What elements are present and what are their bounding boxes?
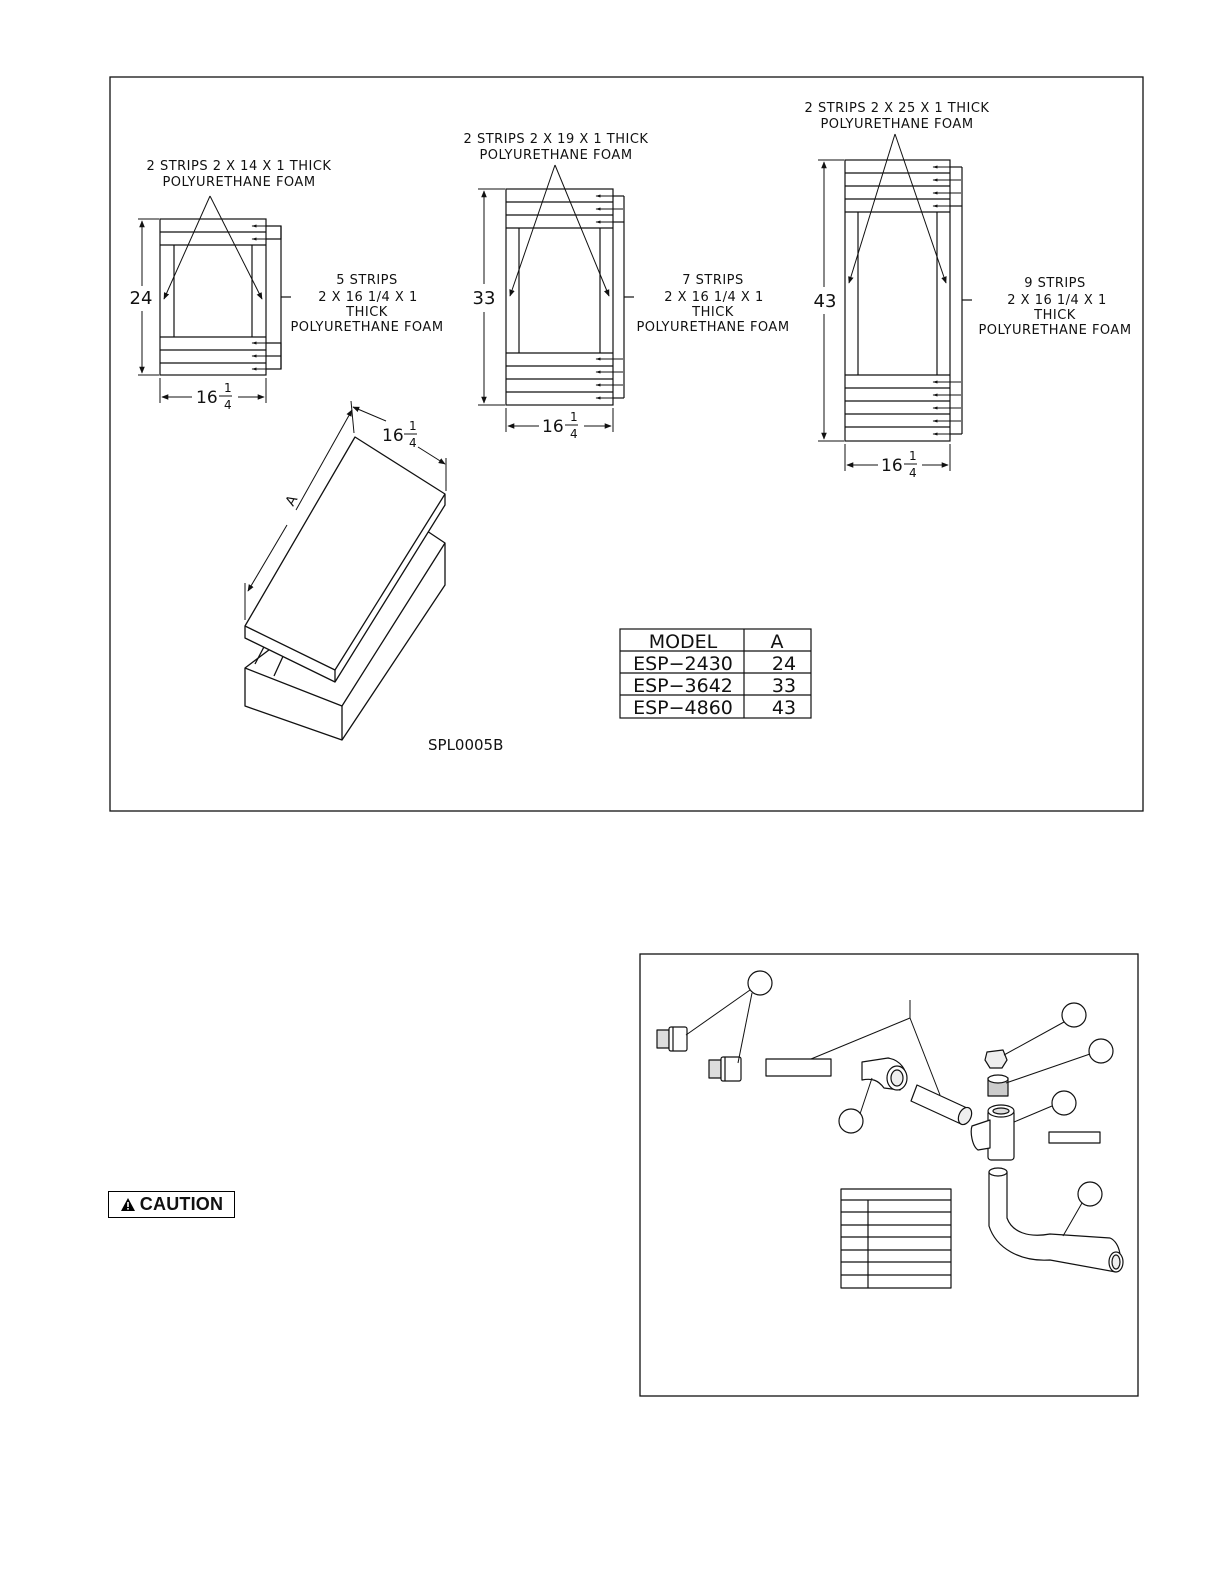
- iso-width-whole: 16: [382, 426, 404, 446]
- large-side-label-4: POLYURETHANE FOAM: [978, 323, 1131, 338]
- straight-pipe: [765, 1058, 832, 1077]
- small-width-whole: 16: [196, 388, 218, 408]
- part-label-box: [1048, 1131, 1101, 1144]
- caution-label: CAUTION: [139, 1194, 224, 1214]
- warning-triangle-icon: [120, 1198, 135, 1211]
- medium-top-label-2: POLYURETHANE FOAM: [479, 148, 632, 163]
- table-row-model: ESP−2430: [633, 653, 733, 675]
- medium-side-label-4: POLYURETHANE FOAM: [636, 320, 789, 335]
- large-top-label-2: POLYURETHANE FOAM: [820, 117, 973, 132]
- large-side-label-3: THICK: [1033, 308, 1076, 323]
- drain-parts-table: [840, 1188, 952, 1289]
- small-width-den: 4: [224, 398, 232, 412]
- bushing-fitting: [987, 1074, 1009, 1097]
- small-box-diagram: [159, 218, 291, 376]
- tee-fitting: [970, 1104, 1015, 1161]
- large-width-whole: 16: [881, 456, 903, 476]
- medium-width-num: 1: [570, 410, 578, 424]
- small-height-dim: 24: [130, 288, 153, 309]
- table-header-a: A: [771, 631, 784, 653]
- medium-width-whole: 16: [542, 417, 564, 437]
- medium-side-label-1: 7 STRIPS: [682, 273, 744, 288]
- small-side-label-1: 5 STRIPS: [336, 273, 398, 288]
- s-curve-pipe: [988, 1171, 1121, 1273]
- model-table: [619, 628, 812, 719]
- plug-fitting: [984, 1049, 1008, 1069]
- small-top-label-2: POLYURETHANE FOAM: [162, 175, 315, 190]
- table-row-a: 43: [772, 697, 796, 719]
- adapter-fitting-2: [708, 1056, 742, 1082]
- large-box-diagram: [844, 159, 972, 442]
- large-height-dim: 43: [814, 291, 837, 312]
- iso-length-label: A: [283, 492, 302, 509]
- medium-top-label-1: 2 STRIPS 2 X 19 X 1 THICK: [464, 132, 649, 147]
- medium-width-den: 4: [570, 427, 578, 441]
- large-side-label-1: 9 STRIPS: [1024, 276, 1086, 291]
- drawing-ref: SPL0005B: [428, 736, 503, 754]
- table-row-a: 24: [772, 653, 796, 675]
- large-width-den: 4: [909, 466, 917, 480]
- table-row-model: ESP−3642: [633, 675, 733, 697]
- adapter-fitting-1: [656, 1026, 688, 1052]
- diagram-frame: [109, 76, 1144, 812]
- isometric-box: [244, 436, 446, 741]
- caution-badge: CAUTION: [108, 1191, 235, 1218]
- drain-kit-frame: [639, 953, 1139, 1397]
- large-width-num: 1: [909, 449, 917, 463]
- table-row-a: 33: [772, 675, 796, 697]
- drain-kit-parts: [656, 970, 1124, 1289]
- large-side-label-2: 2 X 16 1/4 X 1: [1007, 293, 1106, 308]
- medium-side-label-2: 2 X 16 1/4 X 1: [664, 290, 763, 305]
- medium-box-diagram: [505, 188, 634, 406]
- medium-height-dim: 33: [473, 288, 496, 309]
- small-side-label-3: THICK: [345, 305, 388, 320]
- small-top-label-1: 2 STRIPS 2 X 14 X 1 THICK: [147, 159, 332, 174]
- small-side-label-4: POLYURETHANE FOAM: [290, 320, 443, 335]
- medium-side-label-3: THICK: [691, 305, 734, 320]
- table-row-model: ESP−4860: [633, 697, 733, 719]
- large-top-label-1: 2 STRIPS 2 X 25 X 1 THICK: [805, 101, 990, 116]
- iso-width-num: 1: [409, 419, 417, 433]
- small-width-num: 1: [224, 381, 232, 395]
- small-side-label-2: 2 X 16 1/4 X 1: [318, 290, 417, 305]
- iso-width-den: 4: [409, 436, 417, 450]
- table-header-model: MODEL: [649, 631, 718, 653]
- drain-kit-leaders: [685, 989, 1091, 1237]
